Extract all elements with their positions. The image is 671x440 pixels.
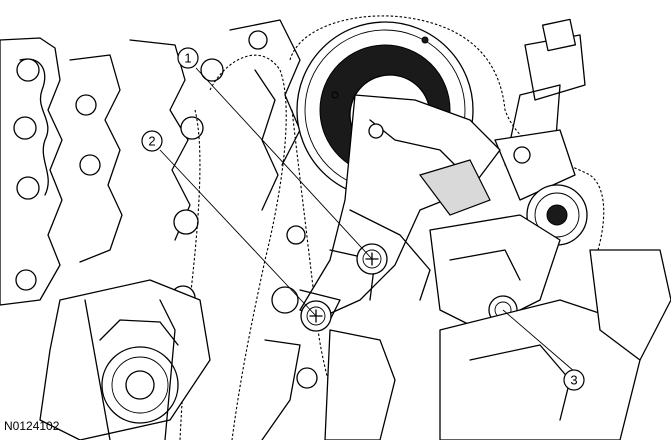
leader-line-2 [159, 149, 317, 317]
bolt [513, 146, 531, 164]
leader-line-1 [195, 67, 373, 260]
left-timing-chain [209, 54, 287, 440]
bolt [286, 225, 306, 245]
callout-label: 3 [570, 373, 577, 388]
upper-block-edge [229, 19, 301, 211]
callout-2: 2 [141, 130, 163, 152]
bolt [271, 286, 299, 314]
callout-circle [563, 369, 585, 391]
leader-lines [159, 67, 576, 373]
callout-3: 3 [563, 369, 585, 391]
lower-guides [261, 249, 671, 440]
callout-1: 1 [177, 47, 199, 69]
bolt [296, 367, 318, 389]
tensioner-bracket [299, 94, 561, 331]
callout-circle [177, 47, 199, 69]
bolt [368, 123, 384, 139]
left-cylinder-head [0, 37, 224, 306]
callout-label: 2 [148, 134, 155, 149]
callout-circle [141, 130, 163, 152]
vct-solenoid [494, 18, 588, 246]
callout-label: 1 [184, 51, 191, 66]
crank-sprocket [39, 279, 211, 440]
leader-line-3 [502, 309, 576, 373]
figure-id: N0124102 [4, 419, 60, 433]
